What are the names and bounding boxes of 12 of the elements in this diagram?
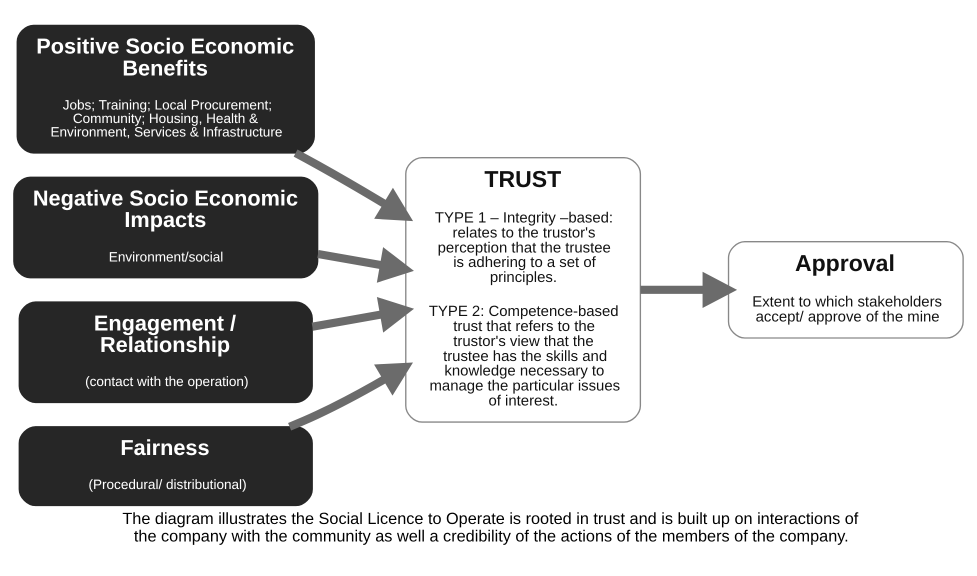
node-box: TRUST TYPE 1 – Integrity –based: relates to the trustor's perception that the trustee is adhering to a set of principles. TYPE 2: Competence-based trust that refers to the trustor's view that the trustee has the skills and knowledge necessary to manage the particular issues of interest. — [405, 156, 642, 422]
node-box: Approval Extent to which stakeholders accept/ approve of the mine — [728, 240, 964, 338]
node-box: Engagement / Relationship (contact with the operation) — [18, 300, 313, 403]
arrow — [312, 296, 414, 332]
node-box: Fairness (Procedural/ distributional) — [18, 426, 313, 506]
arrow — [640, 271, 738, 308]
arrow — [317, 246, 414, 282]
arrow — [288, 362, 413, 430]
node-box: Positive Socio Economic Benefits Jobs; Training; Local Procurement; Community; Housing, Health & Environment, Services & Infrastructure — [16, 24, 315, 154]
caption: The diagram illustrates the Social Licence to Operate is rooted in trust and is built up on interactions of the company with the community as well a credibility of the actions of the members of the company. — [122, 509, 858, 546]
node-box: Negative Socio Economic Impacts Environment/social — [13, 176, 318, 278]
arrow — [294, 149, 414, 221]
